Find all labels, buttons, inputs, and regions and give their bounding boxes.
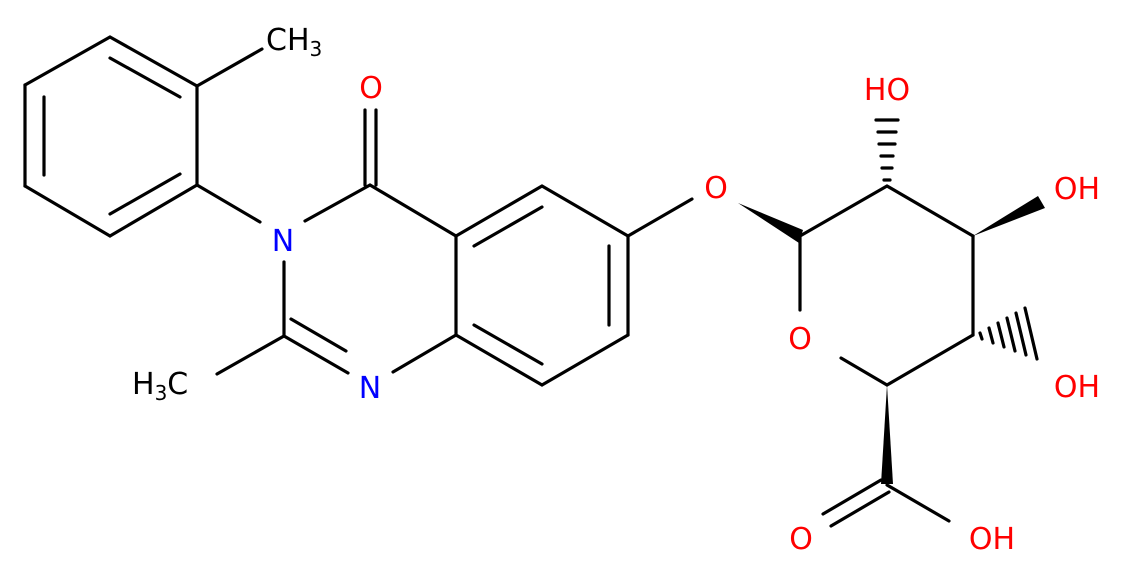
- wedge-anomeric: [738, 203, 803, 243]
- label-o-ring: O: [788, 322, 812, 357]
- label-o-carbonyl: O: [359, 71, 383, 106]
- sugar-ring-bonds: [798, 184, 975, 387]
- label-o-ether: O: [704, 171, 728, 206]
- label-oh-acid: OH: [969, 522, 1015, 557]
- label-n1: N: [359, 371, 381, 406]
- label-oh-c3: OH: [1054, 172, 1100, 207]
- tolyl-methyl-bond: [195, 47, 264, 88]
- benzo-ring-bonds: [454, 184, 630, 387]
- wedge-c5-acid: [881, 385, 893, 484]
- hash-c2-oh: [874, 118, 900, 182]
- acid-c-o-double-b: [829, 490, 891, 528]
- c2-methyl-bond: [215, 334, 286, 376]
- label-n3: N: [272, 224, 294, 259]
- pyrimidinone-ring-bonds: [282, 183, 458, 375]
- aryl-ether-bond: [626, 197, 694, 238]
- acid-c-oh-bond: [885, 483, 951, 523]
- label-oh-c2: HO: [864, 73, 910, 108]
- hash-c4-oh: [978, 306, 1039, 361]
- tolyl-ring-bonds: [23, 35, 199, 238]
- label-oh-c4: OH: [1054, 370, 1100, 405]
- label-o-acid: O: [789, 522, 813, 557]
- tolyl-n-bond: [195, 183, 262, 224]
- acid-c-o-double-a: [821, 478, 883, 516]
- label-ch3-top: CH3: [266, 23, 322, 61]
- label-h3c-left: H3C: [132, 367, 188, 405]
- wedge-c3-oh: [973, 196, 1045, 236]
